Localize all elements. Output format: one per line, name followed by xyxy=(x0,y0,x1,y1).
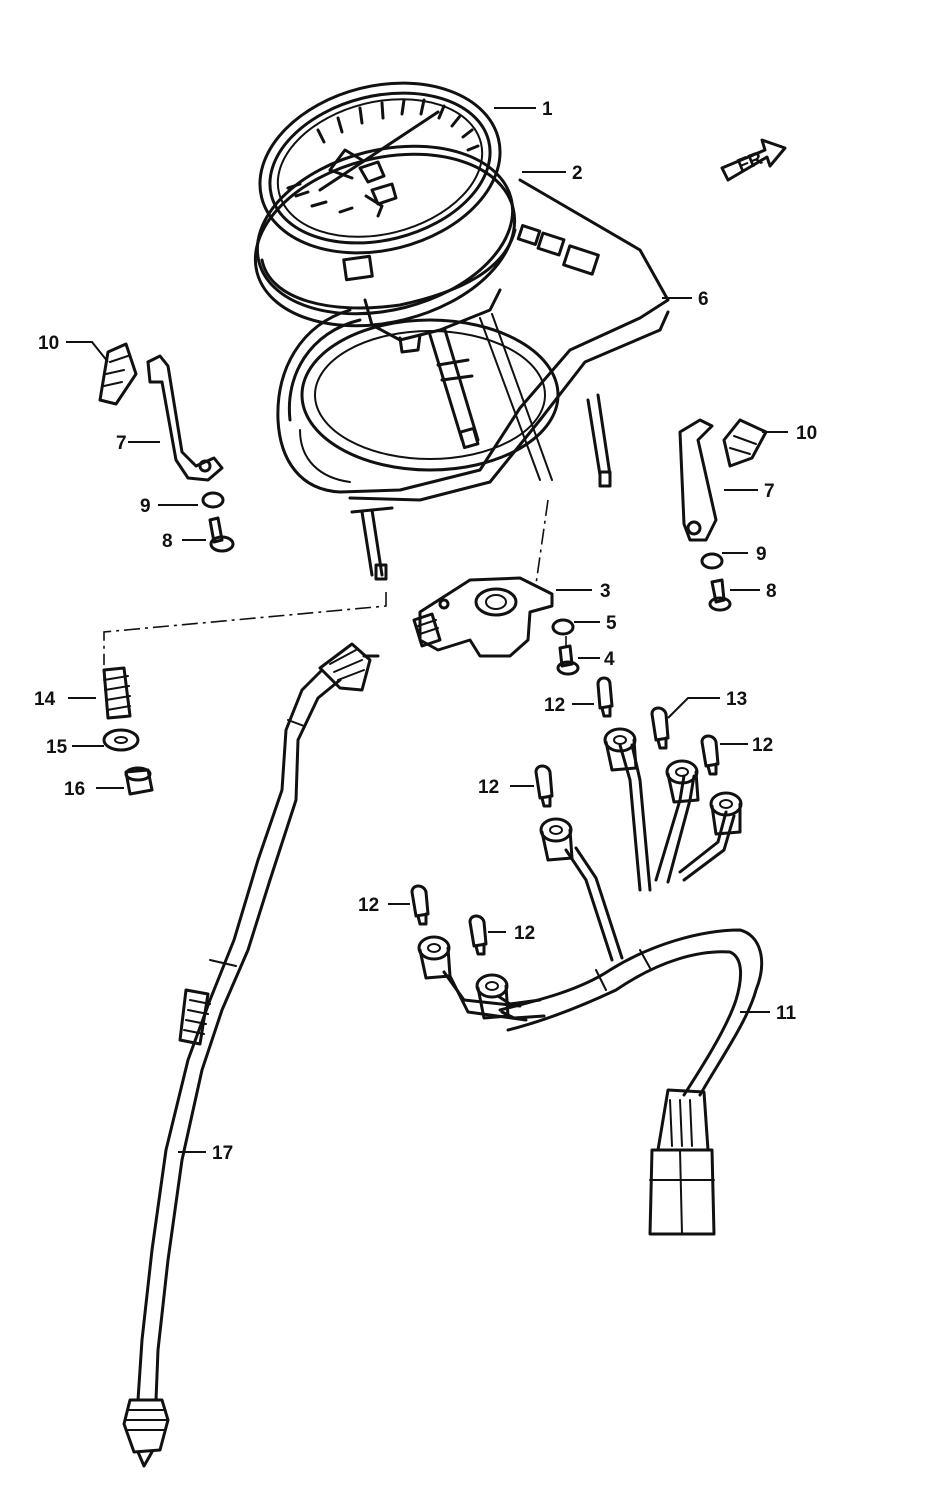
assembly-lines xyxy=(103,499,567,665)
callout-labels: 1 2 3 4 5 6 7 7 8 8 9 9 10 10 11 12 12 1… xyxy=(34,99,817,1164)
callout-15: 15 xyxy=(46,737,68,758)
instrument-bracket-part-6 xyxy=(276,178,670,581)
callout-10-right: 10 xyxy=(796,423,817,444)
callout-5: 5 xyxy=(606,613,617,634)
right-bracket-group xyxy=(678,418,768,612)
bulb-socket xyxy=(709,791,743,836)
bulb-socket xyxy=(539,817,574,862)
callout-2: 2 xyxy=(572,163,583,184)
bulb-part-12 xyxy=(410,884,430,926)
callout-16: 16 xyxy=(64,779,85,800)
callout-12-e: 12 xyxy=(514,923,535,944)
bulb-part-13 xyxy=(650,706,670,750)
bulb-part-12 xyxy=(468,914,488,956)
spring-part-14 xyxy=(102,666,132,720)
bulb-socket xyxy=(417,935,452,980)
drive-unit-part-3 xyxy=(412,576,554,658)
dial-ticks xyxy=(316,98,480,152)
callout-10-left: 10 xyxy=(38,333,59,354)
bulb-part-12 xyxy=(596,676,614,718)
wiring-harness-part-11 xyxy=(442,743,764,1236)
bulb-socket xyxy=(665,759,700,804)
callout-13: 13 xyxy=(726,689,747,710)
bulb-socket xyxy=(475,973,510,1020)
bulb-part-12 xyxy=(534,764,554,808)
washer-part-5 xyxy=(551,618,575,636)
callout-12-c: 12 xyxy=(478,777,499,798)
left-bracket-group xyxy=(98,342,235,553)
callout-9-left: 9 xyxy=(140,496,151,517)
callout-12-d: 12 xyxy=(358,895,379,916)
callout-11: 11 xyxy=(776,1003,797,1024)
bulb-part-12 xyxy=(700,734,720,776)
callout-1: 1 xyxy=(542,99,553,120)
callout-17: 17 xyxy=(212,1143,233,1164)
callout-8-left: 8 xyxy=(162,531,173,552)
callout-7-left: 7 xyxy=(116,433,127,454)
callout-12-a: 12 xyxy=(544,695,565,716)
speedometer-assembly-part-1 xyxy=(258,81,502,255)
screw-part-4 xyxy=(556,644,580,676)
callout-14: 14 xyxy=(34,689,56,710)
meter-case-part-2 xyxy=(253,144,553,481)
callout-7-right: 7 xyxy=(764,481,775,502)
callout-3: 3 xyxy=(600,581,611,602)
callout-9-right: 9 xyxy=(756,544,767,565)
callout-8-right: 8 xyxy=(766,581,777,602)
leader-lines xyxy=(66,107,788,1153)
callout-6: 6 xyxy=(698,289,709,310)
front-direction-arrow-icon: FR xyxy=(720,138,787,182)
washer-part-15 xyxy=(102,728,140,752)
collar-part-16 xyxy=(124,766,154,796)
callout-12-b: 12 xyxy=(752,735,773,756)
callout-4: 4 xyxy=(604,649,615,670)
bulb-socket xyxy=(603,727,638,772)
speedometer-cable-part-17 xyxy=(122,642,380,1468)
